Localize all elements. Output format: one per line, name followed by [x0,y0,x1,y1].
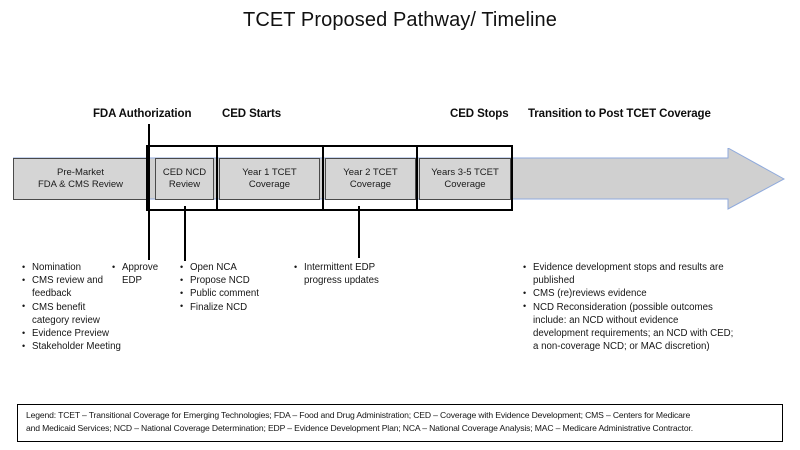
bullet-list: NominationCMS review and feedbackCMS ben… [22,260,122,353]
tick-ced-starts [216,145,218,211]
list-item: Stakeholder Meeting [22,340,122,353]
list-item: NCD Reconsideration (possible outcomes i… [523,300,736,354]
list-item: CMS (re)reviews evidence [523,287,736,300]
milestone-label-0: FDA Authorization [93,108,192,120]
phase-box-0-line-1: FDA & CMS Review [38,179,123,190]
list-item: Open NCA [180,260,290,274]
bullet-group-post-ced-activities: Evidence development stops and results a… [523,260,736,354]
list-item: Approve EDP [112,260,174,287]
tick-year2-start [322,145,324,211]
list-item: Finalize NCD [180,300,290,314]
list-item: CMS review and feedback [22,274,122,300]
milestone-label-2: CED Stops [450,108,509,120]
phase-box-4-line-0: Years 3-5 TCET [431,167,499,178]
page-title: TCET Proposed Pathway/ Timeline [243,9,557,31]
milestone-label-3: Transition to Post TCET Coverage [528,108,711,120]
list-item: Intermittent EDP progress updates [294,260,414,287]
bullet-list: Evidence development stops and results a… [523,260,736,354]
phase-box-0-line-0: Pre-Market [57,167,104,178]
list-item: Propose NCD [180,274,290,287]
phase-box-2-line-0: Year 1 TCET [242,167,297,178]
phase-box-1-line-1: Review [168,179,201,190]
tick-years35-start [416,145,418,211]
ced-region-frame [146,145,513,211]
bullet-group-premarket-activities: NominationCMS review and feedbackCMS ben… [22,260,122,353]
legend-line-1: Legend: TCET – Transitional Coverage for… [26,410,691,420]
list-item: Evidence Preview [22,327,122,340]
tick-intermittent-edp [358,206,360,258]
list-item: Nomination [22,260,122,274]
tick-approve-edp [184,206,186,261]
list-item: Evidence development stops and results a… [523,260,736,287]
bullet-group-edp-approval-activities: Approve EDP [112,260,174,287]
tick-fda-authorization [148,124,150,260]
list-item: Public comment [180,287,290,300]
legend-line-2: and Medicaid Services; NCD – National Co… [26,423,693,433]
phase-box-3-line-1: Coverage [349,179,392,190]
tick-ced-stops [511,145,513,211]
phase-box-2-line-1: Coverage [248,179,291,190]
phase-box-4-line-1: Coverage [444,179,486,190]
phase-box-1-line-0: CED NCD [162,167,207,178]
bullet-list: Open NCAPropose NCDPublic commentFinaliz… [180,260,290,314]
milestone-label-1: CED Starts [222,108,282,120]
list-item: CMS benefit category review [22,300,122,327]
bullet-list: Approve EDP [112,260,174,287]
bullet-group-coverage-period-activities: Intermittent EDP progress updates [294,260,414,287]
phase-box-3-line-0: Year 2 TCET [343,167,398,178]
legend-box: Legend: TCET – Transitional Coverage for… [17,404,783,442]
bullet-group-ced-ncd-review-activities: Open NCAPropose NCDPublic commentFinaliz… [180,260,290,314]
bullet-list: Intermittent EDP progress updates [294,260,414,287]
